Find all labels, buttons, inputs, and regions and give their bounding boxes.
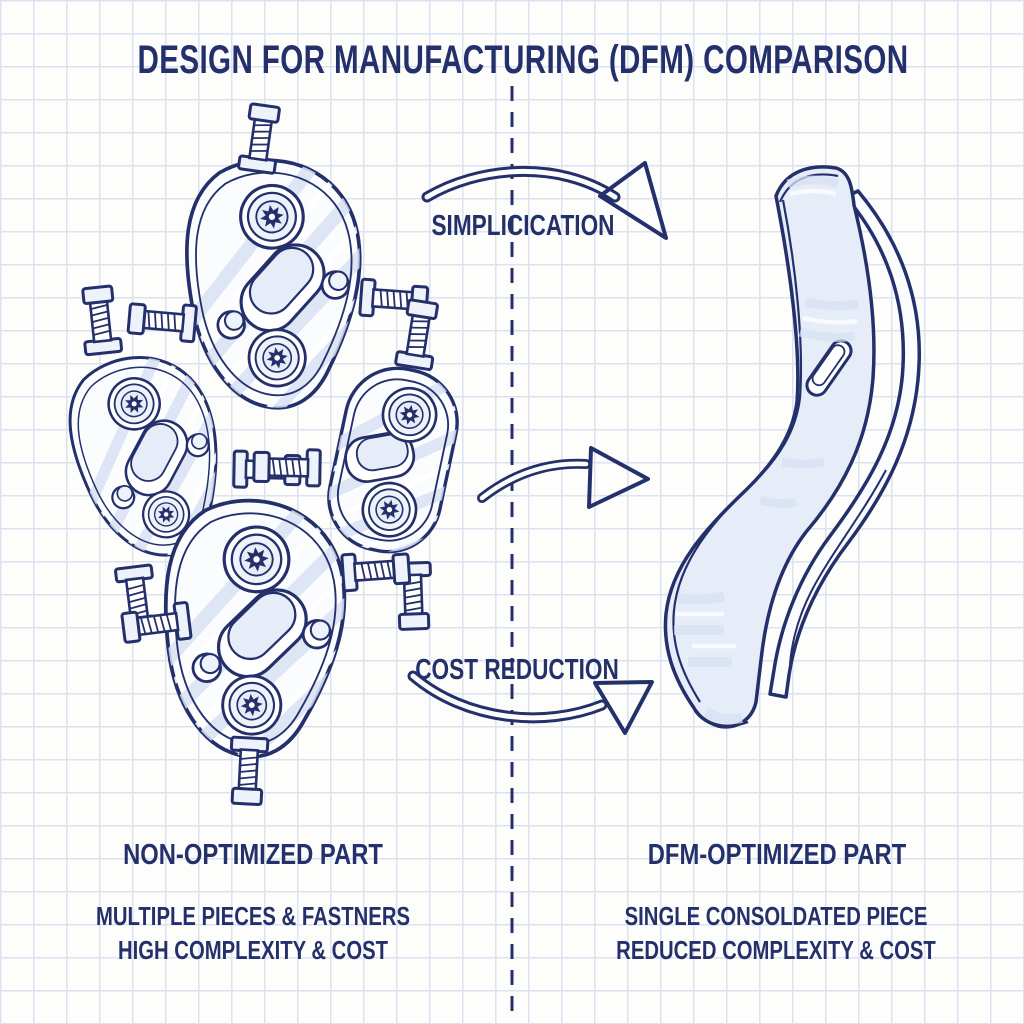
cost-reduction-arrow — [407, 670, 654, 735]
surface-streaks — [674, 175, 859, 725]
dfm-optimized-part — [663, 165, 922, 729]
slot-cutout — [805, 339, 853, 397]
simplification-label: SIMPLICICATION — [431, 210, 615, 242]
left-column-line2: HIGH COMPLEXITY & COST — [117, 935, 389, 965]
right-column-line2: REDUCED COMPLEXITY & COST — [616, 935, 936, 965]
simplification-arrow — [421, 161, 668, 240]
part-face — [663, 165, 876, 729]
right-column-heading: DFM-OPTIMIZED PART — [647, 839, 907, 871]
edge-highlight-contour — [789, 469, 887, 665]
bottom-cap-contour — [695, 709, 749, 727]
right-column-line1: SINGLE CONSOLDATED PIECE — [624, 901, 928, 931]
left-column-line1: MULTIPLE PIECES & FASTNERS — [96, 901, 410, 931]
face-inner-contour — [672, 199, 803, 703]
left-column-heading: NON-OPTIMIZED PART — [123, 839, 383, 871]
part-edge-limb — [768, 189, 922, 699]
cost-reduction-label: COST REDUCTION — [415, 654, 619, 686]
transform-arrow — [477, 446, 650, 509]
page-title: DESIGN FOR MANUFACTURING (DFM) COMPARISO… — [137, 38, 909, 82]
